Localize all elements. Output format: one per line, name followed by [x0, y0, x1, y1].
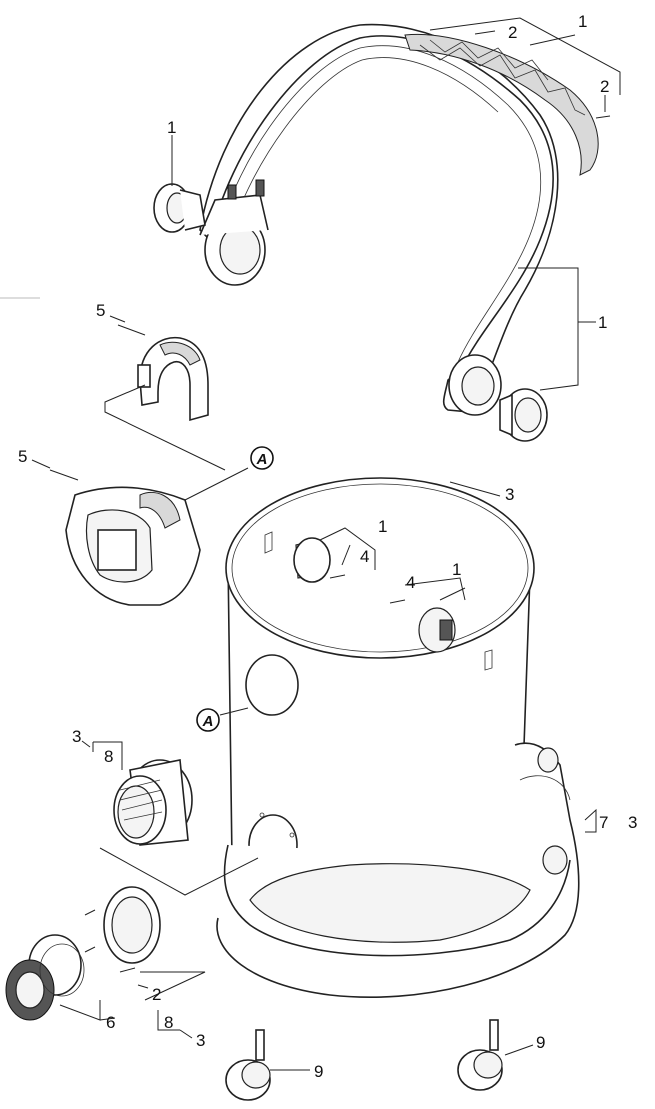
hose-clip [104, 315, 226, 471]
label-tank-top-1b: 1 [452, 560, 461, 579]
label-inlet-3: 3 [72, 727, 81, 746]
label-knob-6: 6 [106, 1013, 115, 1032]
label-tank-top-4b: 4 [406, 573, 415, 592]
ref-marker-a-side: A [196, 708, 220, 732]
label-bottom-8: 8 [164, 1013, 173, 1032]
hose-housing [31, 459, 249, 606]
label-base-7: 7 [599, 813, 608, 832]
carry-handle [199, 23, 599, 416]
handle-pivot-cap-left [153, 183, 206, 233]
caster-left [225, 1029, 310, 1101]
label-inlet-8: 8 [104, 747, 113, 766]
base [216, 742, 597, 998]
label-clip-5: 5 [96, 301, 105, 320]
label-housing-5: 5 [18, 447, 27, 466]
part-number-labels: 1 2 2 1 1 5 5 3 1 4 4 1 3 8 7 3 2 6 8 3 … [18, 12, 637, 1081]
label-bottom-3: 3 [196, 1031, 205, 1050]
ref-a-side-label: A [202, 713, 214, 730]
caster-right [457, 1019, 534, 1091]
label-caster-9b: 9 [536, 1033, 545, 1052]
bottom-bracket-leaders [157, 1010, 193, 1039]
ref-a-top-label: A [256, 451, 268, 468]
label-handle-left-1: 1 [167, 118, 176, 137]
label-handle-right-1: 1 [598, 313, 607, 332]
locking-knob [5, 934, 116, 1021]
label-handle-top-1: 1 [578, 12, 587, 31]
label-base-3: 3 [628, 813, 637, 832]
label-tank-3: 3 [505, 485, 514, 504]
handle-pivot-cap-right [499, 388, 548, 442]
ref-marker-a-top: A [250, 446, 274, 470]
inlet-fitting [81, 740, 259, 896]
handle-screws [474, 30, 611, 119]
label-ring-2: 2 [152, 985, 161, 1004]
label-handle-top-2a: 2 [508, 23, 517, 42]
label-tank-top-4a: 4 [360, 547, 369, 566]
handle-leaders [171, 17, 621, 391]
label-tank-top-1a: 1 [378, 517, 387, 536]
clamp-ring [84, 886, 206, 1001]
label-caster-9a: 9 [314, 1062, 323, 1081]
label-handle-top-2b: 2 [600, 77, 609, 96]
